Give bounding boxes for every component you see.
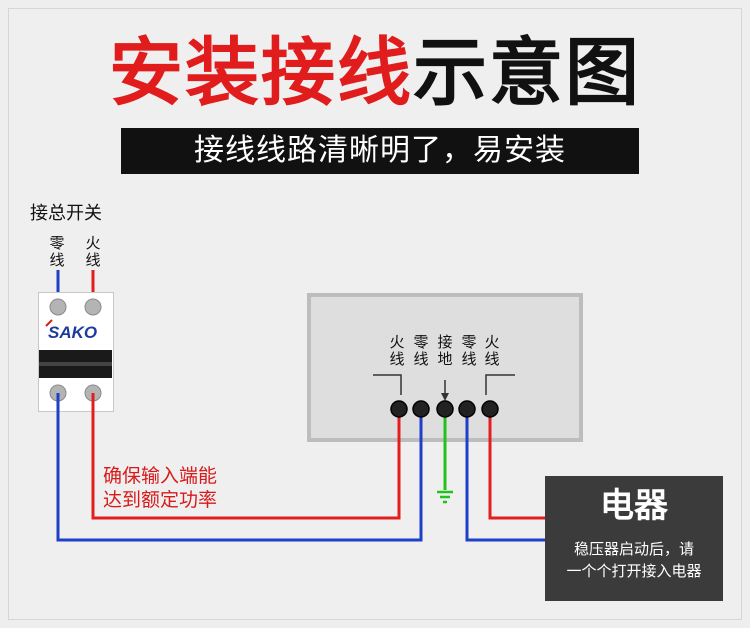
brand-logo-text: SAKO <box>48 323 97 342</box>
input-neutral-wire <box>56 393 423 542</box>
subtitle-text: 接线线路清晰明了，易安装 <box>194 133 566 168</box>
appliance-note-line1: 稳压器启动后，请 <box>573 540 694 558</box>
input-live-wire <box>91 393 401 520</box>
panel-terminals <box>390 400 499 418</box>
breaker-screw-icon <box>84 298 102 316</box>
ground-arrow-icon <box>441 393 449 401</box>
breaker-screw-icon <box>49 298 67 316</box>
terminal-live-in-icon <box>390 400 408 418</box>
title-black-part: 示意图 <box>413 30 641 116</box>
breaker-switch-divider <box>39 362 112 366</box>
subtitle-banner: 接线线路清晰明了，易安装 <box>121 128 639 174</box>
ground-symbol-icon <box>437 490 453 504</box>
input-note-line1: 确保输入端能 <box>103 465 218 487</box>
output-live-wire <box>488 410 546 520</box>
panel-bracket-left <box>373 374 402 395</box>
breaker-heading: 接总开关 <box>30 203 102 224</box>
terminal-ground-icon <box>436 400 454 418</box>
title-red-part: 安装接线 <box>109 30 413 116</box>
panel-terminal-label-neutral-2: 零线 <box>461 333 477 368</box>
sako-logo-icon: SAKO <box>45 319 97 342</box>
breaker-neutral-label: 零线 <box>49 234 65 269</box>
panel-terminal-label-live-1: 火线 <box>389 333 405 368</box>
appliance-title: 电器 <box>600 486 668 526</box>
terminal-live-out-icon <box>481 400 499 418</box>
panel-terminal-label-ground: 接地 <box>437 333 453 368</box>
appliance-box: 电器 稳压器启动后，请 一个个打开接入电器 <box>545 476 723 601</box>
appliance-note-line2: 一个个打开接入电器 <box>566 562 702 580</box>
terminal-neutral-out-icon <box>458 400 476 418</box>
breaker-live-label: 火线 <box>85 234 101 269</box>
panel-terminal-label-neutral-1: 零线 <box>413 333 429 368</box>
panel-bracket-right <box>485 374 515 395</box>
output-neutral-wire <box>465 410 546 542</box>
panel-terminal-label-live-2: 火线 <box>484 333 500 368</box>
page-title: 安装接线示意图 <box>0 28 750 118</box>
terminal-neutral-in-icon <box>412 400 430 418</box>
input-note-line2: 达到额定功率 <box>103 489 218 511</box>
